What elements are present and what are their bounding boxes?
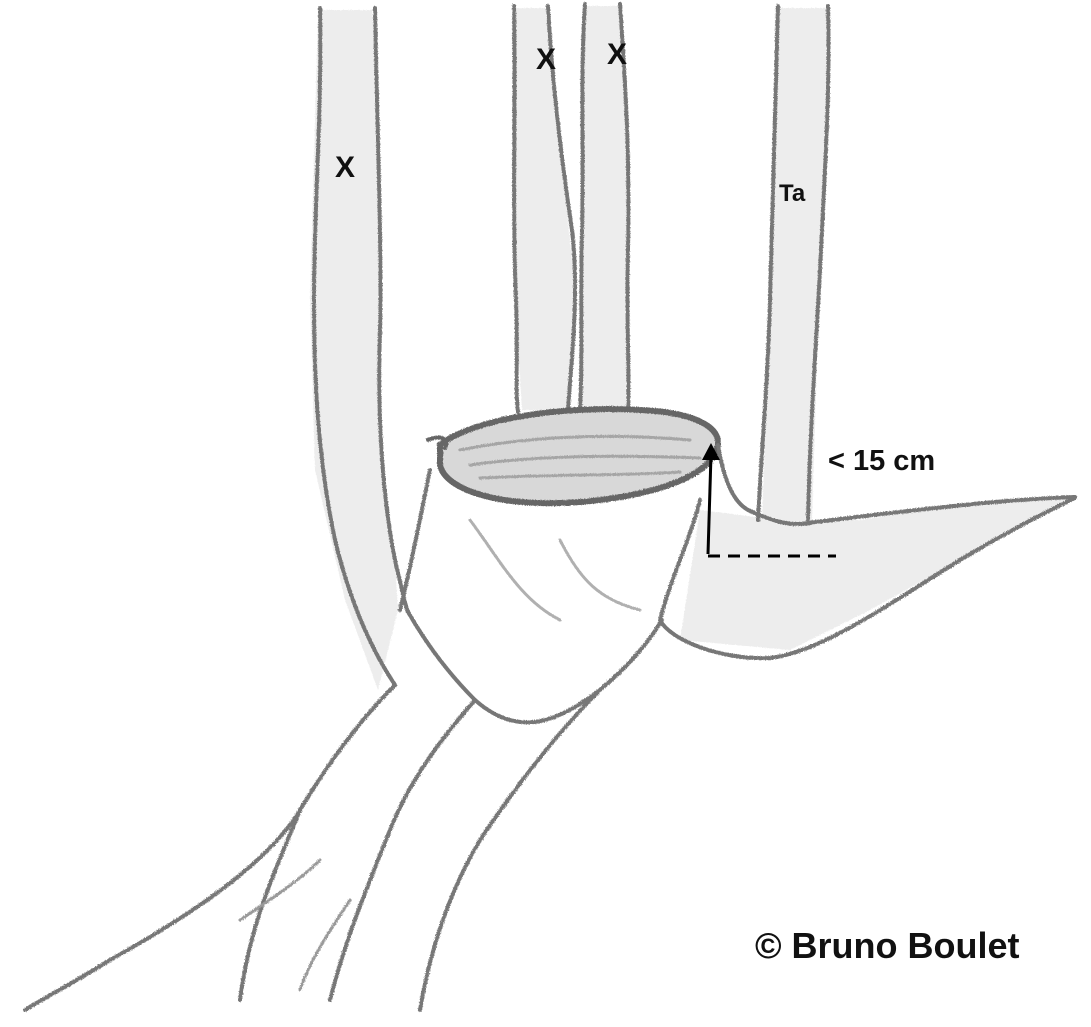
height-limit-label: < 15 cm xyxy=(828,447,935,476)
stem-label-x-middle: X xyxy=(536,45,556,75)
roots xyxy=(25,612,662,1010)
copyright-label: © Bruno Boulet xyxy=(755,928,1020,964)
stem-label-x-left: X xyxy=(335,153,355,183)
stem-shading xyxy=(310,6,1075,690)
stump-cut-surface xyxy=(428,409,718,503)
stem-label-x-right: X xyxy=(607,40,627,70)
stem-label-kept: Ta xyxy=(779,182,805,206)
